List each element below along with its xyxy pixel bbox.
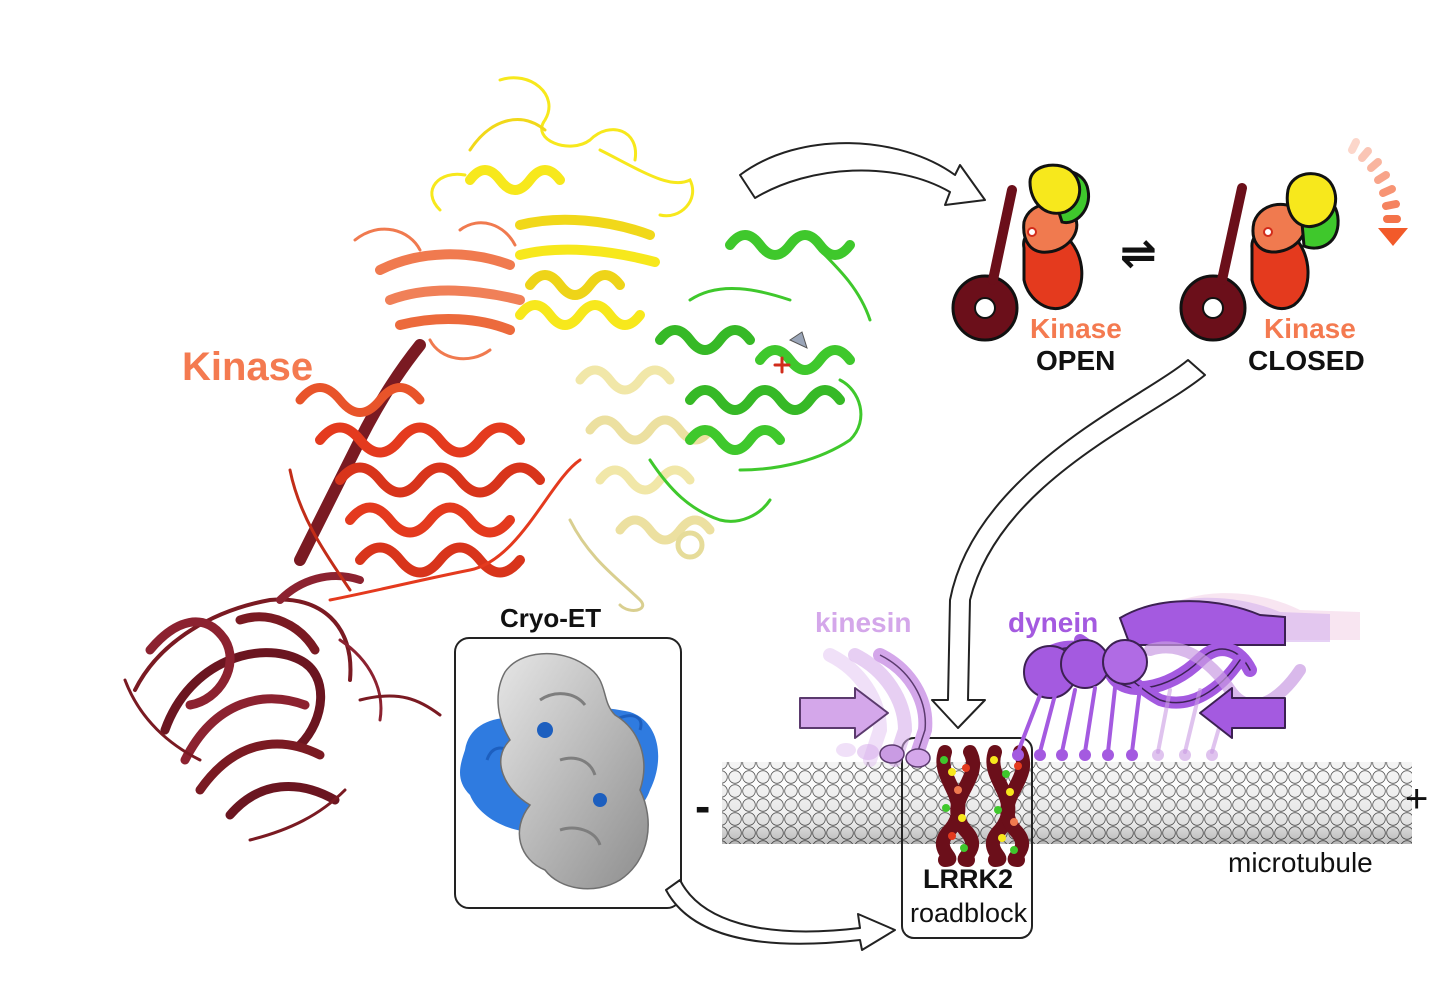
cartoon-open [951,163,1091,342]
closed-kinase-label: Kinase [1264,313,1356,344]
roadblock-box [901,737,1033,939]
cartoon-closed [1179,172,1340,342]
dynein-label: dynein [1008,607,1098,638]
kinase-main-label: Kinase [182,345,313,389]
roadblock-label: roadblock [910,898,1028,928]
cryo-et-title: Cryo-ET [500,603,601,633]
lrrk2-ribbon-structure [123,76,872,842]
open-kinase-label: Kinase [1030,313,1122,344]
lrrk2-label: LRRK2 [923,864,1013,894]
kinesin-motors [799,648,933,768]
arrow-closed-to-microtubule [931,359,1206,729]
open-state-label: OPEN [1036,345,1115,376]
pale-yellow-domain [568,365,715,612]
kinesin-label: kinesin [815,607,911,638]
red-helical-domain [288,383,582,602]
closed-state-label: CLOSED [1248,345,1365,376]
plus-end-label: + [1405,777,1428,821]
microtubule-label: microtubule [1228,847,1373,878]
cryo-et-density [460,653,659,890]
dynein-motors [1012,593,1360,761]
arrow-structure-to-cartoon [739,142,986,206]
equilibrium-symbol: ⇌ [1120,228,1157,279]
minus-end-label: - [695,780,710,832]
microtubule [722,762,1412,844]
wd40-domain [123,339,442,842]
closing-motion-arrow [1348,138,1408,246]
lrrk2-filament [936,745,1031,867]
arrow-cryoet-to-roadblock [665,879,896,951]
yellow-domain [430,76,695,330]
orange-domain [353,221,525,361]
green-domain [648,230,872,523]
